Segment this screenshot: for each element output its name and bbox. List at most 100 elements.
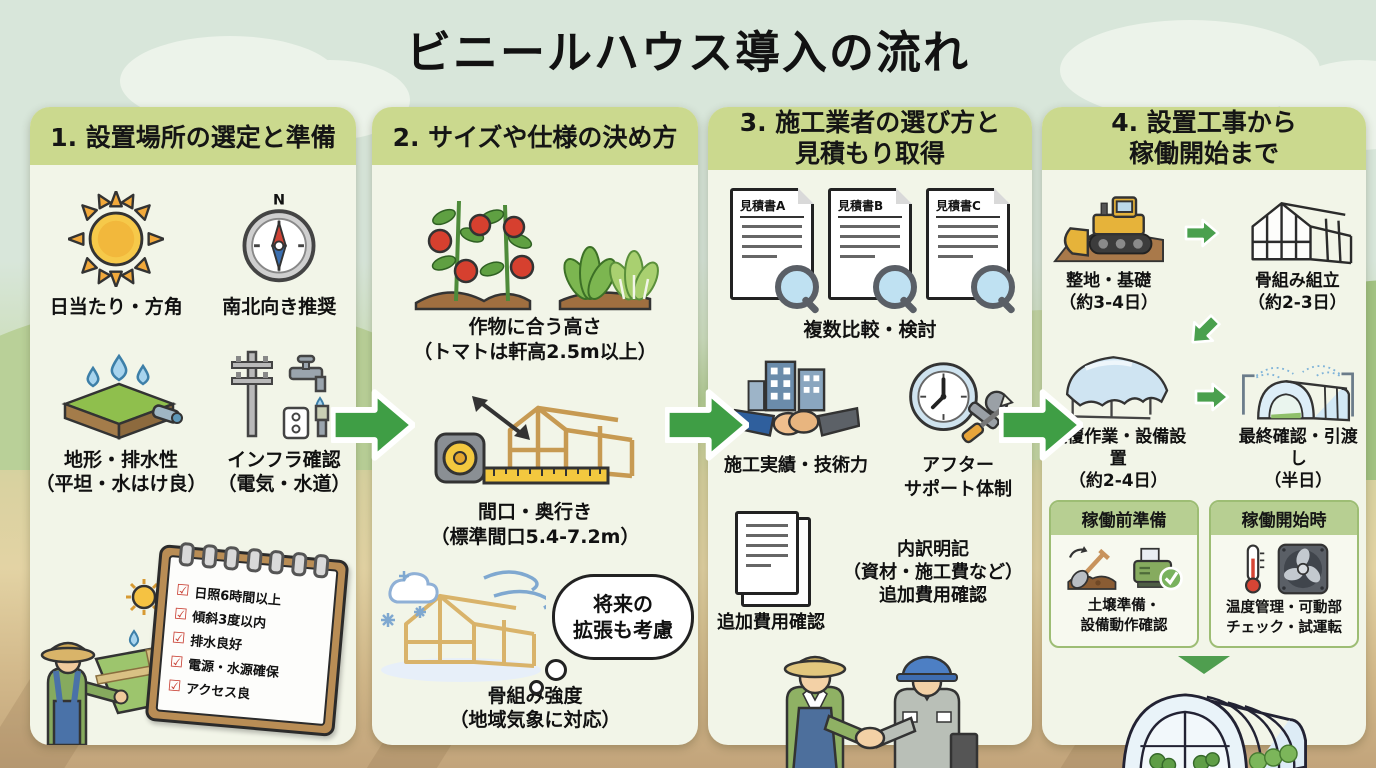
wind-icon (483, 570, 546, 610)
quote-doc-icon: 見積書A (730, 187, 819, 309)
pre-operation-box: 稼働前準備 (1049, 499, 1199, 649)
record-caption: 施工実績・技術力 (724, 455, 868, 477)
check-icon: ☑ (173, 604, 189, 624)
thermometer-icon (1244, 544, 1265, 594)
infra-caption: インフラ確認 （電気・水道） (217, 448, 351, 496)
arrow-down-icon (1178, 656, 1230, 675)
frame-strength-caption: 骨組み強度 （地域気象に対応） (449, 684, 621, 732)
step1-header: 1. 設置場所の選定と準備 (30, 107, 356, 165)
crop-height-caption: 作物に合う高さ （トマトは軒高2.5m以上） (413, 316, 657, 363)
sunlight-caption: 日当たり・方角 (49, 296, 183, 318)
quote-doc-icon: 見積書C (926, 187, 1015, 309)
document-icon (735, 510, 811, 607)
crops-icon (414, 200, 659, 311)
quote-title: 見積書A (740, 197, 804, 218)
snowflake-icon (381, 570, 426, 627)
operation-start-title: 稼働開始時 (1211, 501, 1357, 535)
operation-start-text: 温度管理・可動部 チェック・試運転 (1226, 599, 1342, 636)
assembly-caption: 骨組み組立 （約2-3日） (1247, 270, 1347, 313)
step1-content: 日当たり・方角 N 南北向き推奨 (30, 165, 356, 745)
step3-content: 見積書A 見積書B 見積書C 複数比較・検討 (708, 170, 1032, 768)
step2-content: 作物に合う高さ （トマトは軒高2.5m以上） (372, 165, 698, 745)
checklist-notepad: ☑ 日照6時間以上 ☑ 傾斜3度以内 ☑ 排水良好 ☑ 電源・水源確保 (155, 541, 339, 727)
extra-cost-doc: 追加費用確認 (717, 510, 825, 634)
step1-panel: 1. 設置場所の選定と準備 (30, 107, 356, 745)
arrow-down-left-icon (1191, 313, 1221, 344)
terrain-drainage-icon (61, 353, 183, 440)
operation-boxes: 稼働前準備 (1049, 499, 1359, 649)
arrow-right-icon (1184, 218, 1220, 247)
handover-caption: 最終確認・引渡し （半日） (1238, 426, 1358, 491)
sun-icon (68, 191, 165, 287)
terrain-item: 地形・排水性 （平坦・水はけ良） (35, 346, 207, 497)
step4-panel: 4. 設置工事から 稼働開始まで (1042, 107, 1366, 768)
handshake-buildings-icon (732, 360, 860, 438)
pre-operation-text: 土壌準備・ 設備動作確認 (1080, 597, 1168, 634)
sunlight-item: 日当たり・方角 (50, 191, 183, 320)
page-title: ビニールハウス導入の流れ (405, 26, 970, 79)
step4-content: 整地・基礎 （約3-4日） (1042, 170, 1366, 768)
weather-frame-icon (381, 570, 546, 682)
magnifier-icon (775, 264, 819, 309)
compare-caption: 複数比較・検討 (803, 318, 937, 341)
step2-header: 2. サイズや仕様の決め方 (372, 107, 698, 165)
check-icon: ☑ (175, 580, 191, 600)
bulldozer-icon (1052, 195, 1164, 262)
future-expansion-bubble: 将来の 拡張も考慮 (529, 573, 694, 695)
grading-item: 整地・基礎 （約3-4日） (1051, 184, 1167, 314)
step2-panel: 2. サイズや仕様の決め方 (372, 107, 698, 745)
check-icon: ☑ (167, 676, 182, 696)
cloud-shape (1060, 20, 1320, 120)
sprinkler-greenhouse-icon (1242, 364, 1355, 422)
spiral-binding (178, 541, 330, 579)
compass-n-label: N (273, 192, 285, 208)
step4-header: 4. 設置工事から 稼働開始まで (1042, 107, 1366, 170)
handshake-people-illustration (783, 656, 979, 768)
quotes-row: 見積書A 見積書B 見積書C (730, 187, 1015, 309)
check-icon: ☑ (171, 628, 187, 648)
step3-header: 3. 施工業者の選び方と 見積もり取得 (708, 107, 1032, 170)
extra-cost-caption: 追加費用確認 (717, 611, 825, 633)
covering-caption: 被覆作業・設備設置 （約2-4日） (1050, 426, 1187, 491)
farmer-figure (783, 656, 869, 768)
fan-icon (1277, 543, 1329, 595)
orientation-item: N 南北向き推奨 (222, 191, 336, 320)
snow-cloud-icon (388, 571, 439, 604)
soil-shovel-icon (1067, 546, 1117, 590)
handover-item: 最終確認・引渡し （半日） (1230, 348, 1366, 492)
flow-arrow-1-icon (331, 389, 415, 461)
arrow-right-icon (1195, 382, 1230, 412)
covering-item: 被覆作業・設備設置 （約2-4日） (1042, 348, 1194, 492)
contractor-figure (871, 656, 979, 768)
assembly-item: 骨組み組立 （約2-3日） (1237, 184, 1357, 314)
quote-title: 見積書B (838, 197, 902, 218)
covered-greenhouse-icon (1066, 355, 1169, 420)
orientation-caption: 南北向き推奨 (222, 296, 337, 318)
clock-tools-icon (909, 362, 1014, 444)
infra-item: インフラ確認 （電気・水道） (217, 346, 351, 497)
magnifier-icon (971, 264, 1015, 309)
span-caption: 間口・奥行き （標準間口5.4-7.2m） (430, 501, 640, 549)
flow-arrow-3-icon (999, 389, 1083, 461)
grading-caption: 整地・基礎 （約3-4日） (1059, 270, 1159, 313)
site-checklist: ☑ 日照6時間以上 ☑ 傾斜3度以内 ☑ 排水良好 ☑ 電源・水源確保 (144, 541, 350, 737)
flow-arrow-2-icon (665, 389, 749, 461)
pre-operation-title: 稼働前準備 (1051, 501, 1197, 535)
farmer-figure (40, 641, 129, 745)
quote-doc-icon: 見積書B (828, 187, 917, 309)
site-check-scene: ☑ 日照6時間以上 ☑ 傾斜3度以内 ☑ 排水良好 ☑ 電源・水源確保 (30, 497, 356, 745)
breakdown-caption: 内訳明記 （資材・施工費など） 追加費用確認 (843, 538, 1023, 607)
final-greenhouse-icon (1122, 693, 1307, 768)
operation-start-box: 稼働開始時 (1209, 499, 1359, 649)
magnifier-icon (873, 264, 917, 309)
support-item: アフター サポート体制 (900, 356, 1016, 501)
measuring-tape-icon (434, 396, 635, 485)
check-icon: ☑ (169, 652, 185, 672)
compass-icon: N (242, 192, 316, 283)
step3-panel: 3. 施工業者の選び方と 見積もり取得 見積書A 見積書B (708, 107, 1032, 768)
record-item: 施工実績・技術力 (724, 356, 868, 477)
support-caption: アフター サポート体制 (904, 455, 1012, 500)
quote-title: 見積書C (936, 197, 1000, 218)
infrastructure-icon (230, 350, 330, 439)
